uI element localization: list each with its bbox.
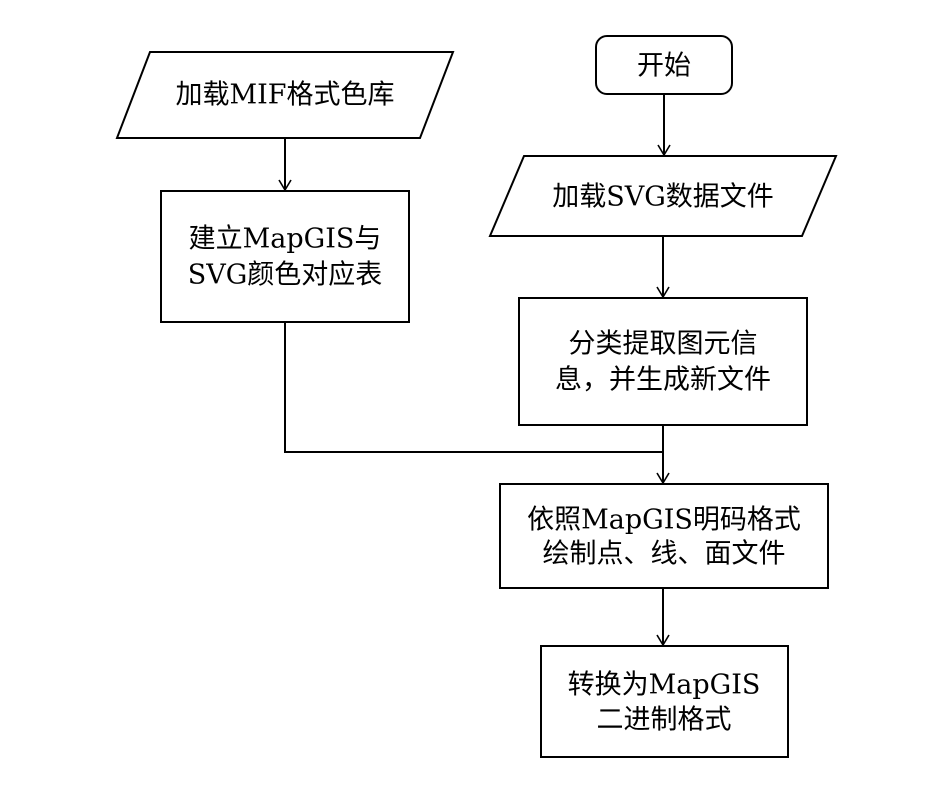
arrow-table-to-draw: [284, 322, 663, 453]
convert-line1: 转换为MapGIS: [568, 670, 761, 701]
convert-line2: 二进制格式: [597, 705, 732, 736]
convert-binary-node: 转换为MapGIS 二进制格式: [540, 645, 789, 758]
build-color-table-node: 建立MapGIS与 SVG颜色对应表: [160, 190, 410, 323]
load-mif-node: 加载MIF格式色库: [115, 51, 455, 139]
classify-line1: 分类提取图元信: [569, 329, 758, 360]
start-label: 开始: [637, 51, 691, 82]
draw-line2: 绘制点、线、面文件: [543, 539, 786, 570]
load-svg-node: 加载SVG数据文件: [488, 155, 838, 237]
start-node: 开始: [595, 35, 733, 95]
draw-files-node: 依照MapGIS明码格式 绘制点、线、面文件: [499, 483, 829, 589]
classify-line2: 息，并生成新文件: [555, 365, 771, 396]
load-mif-label: 加载MIF格式色库: [175, 80, 394, 111]
draw-line1: 依照MapGIS明码格式: [527, 505, 801, 536]
build-table-line2: SVG颜色对应表: [188, 260, 383, 291]
classify-extract-node: 分类提取图元信 息，并生成新文件: [518, 297, 808, 426]
load-svg-label: 加载SVG数据文件: [552, 182, 774, 213]
build-table-line1: 建立MapGIS与: [189, 224, 382, 255]
